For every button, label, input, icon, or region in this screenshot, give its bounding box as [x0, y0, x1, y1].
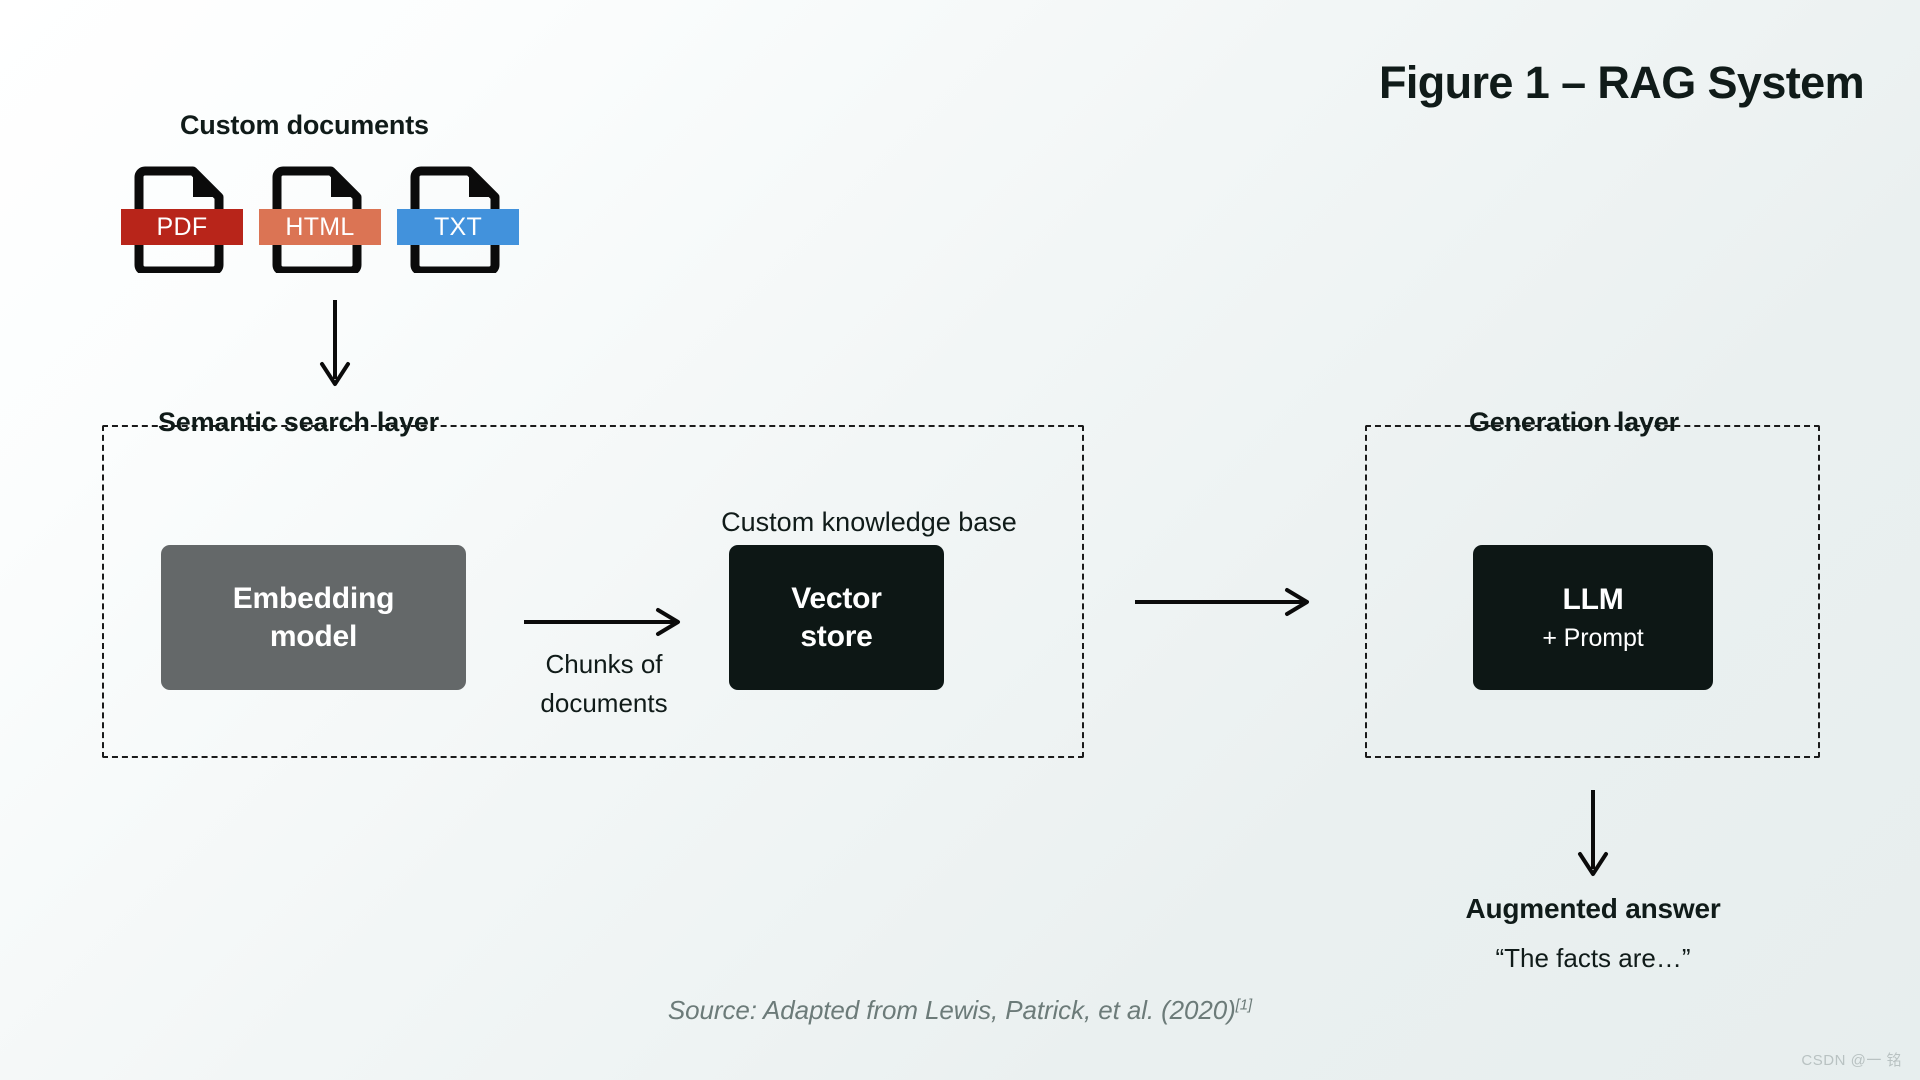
- document-file-icon: [134, 166, 224, 273]
- vector-store-box[interactable]: Vector store: [729, 545, 944, 690]
- semantic-search-layer-label: Semantic search layer: [144, 407, 453, 438]
- embedding-model-line1: Embedding: [232, 582, 395, 615]
- llm-title: LLM: [1562, 583, 1624, 617]
- arrow-down-icon: [1578, 790, 1608, 876]
- document-label-band-txt: TXT: [397, 209, 519, 245]
- generation-layer-label: Generation layer: [1455, 407, 1693, 438]
- custom-knowledge-base-caption: Custom knowledge base: [721, 507, 1017, 537]
- arrow-documents-to-semantic-layer: [315, 300, 355, 390]
- document-file-icon: [410, 166, 500, 273]
- document-icons-row: PDF HTML TXT: [112, 163, 572, 273]
- custom-documents-heading: Custom documents: [180, 110, 429, 140]
- embedding-model-box[interactable]: Embedding model: [161, 545, 466, 690]
- document-label-pdf: PDF: [156, 212, 208, 241]
- document-label-band-pdf: PDF: [121, 209, 243, 245]
- document-label-band-html: HTML: [259, 209, 381, 245]
- vector-store-line2: store: [800, 619, 873, 653]
- document-icon-pdf: PDF: [121, 163, 243, 273]
- arrow-embedding-to-vector-store: [524, 607, 684, 637]
- embedding-model-line2: model: [269, 619, 358, 653]
- arrow-right-icon: [524, 608, 680, 636]
- source-citation: Source: Adapted from Lewis, Patrick, et …: [0, 995, 1920, 1026]
- watermark: CSDN @一 铭: [1801, 1052, 1902, 1069]
- source-citation-text: Source: Adapted from Lewis, Patrick, et …: [667, 995, 1236, 1025]
- semantic-search-layer-container: Semantic search layer Embedding model Ch…: [102, 407, 1084, 758]
- arrow-llm-to-answer: [1573, 790, 1613, 880]
- chunks-of-documents-caption: Chunks of documents: [540, 649, 668, 718]
- document-icon-txt: TXT: [397, 163, 519, 273]
- llm-prompt-subtitle: + Prompt: [1542, 623, 1644, 652]
- custom-documents-group: Custom documents PDF HTML: [112, 110, 572, 273]
- page-title: Figure 1 – RAG System: [1378, 57, 1865, 108]
- augmented-answer-heading: Augmented answer: [1465, 893, 1721, 924]
- vector-store-line1: Vector: [791, 582, 882, 615]
- llm-box[interactable]: LLM + Prompt: [1473, 545, 1713, 690]
- arrow-right-icon: [1135, 588, 1309, 616]
- arrow-semantic-to-generation-layer: [1135, 587, 1315, 617]
- augmented-answer-group: Augmented answer “The facts are…”: [1353, 893, 1833, 974]
- arrow-down-icon: [320, 300, 350, 386]
- generation-layer-container: Generation layer LLM + Prompt: [1365, 407, 1820, 758]
- document-icon-html: HTML: [259, 163, 381, 273]
- document-label-txt: TXT: [433, 212, 483, 241]
- document-label-html: HTML: [285, 212, 355, 241]
- document-file-icon: [272, 166, 362, 273]
- augmented-answer-quote: “The facts are…”: [1495, 943, 1691, 973]
- source-citation-superscript: [1]: [1235, 996, 1253, 1014]
